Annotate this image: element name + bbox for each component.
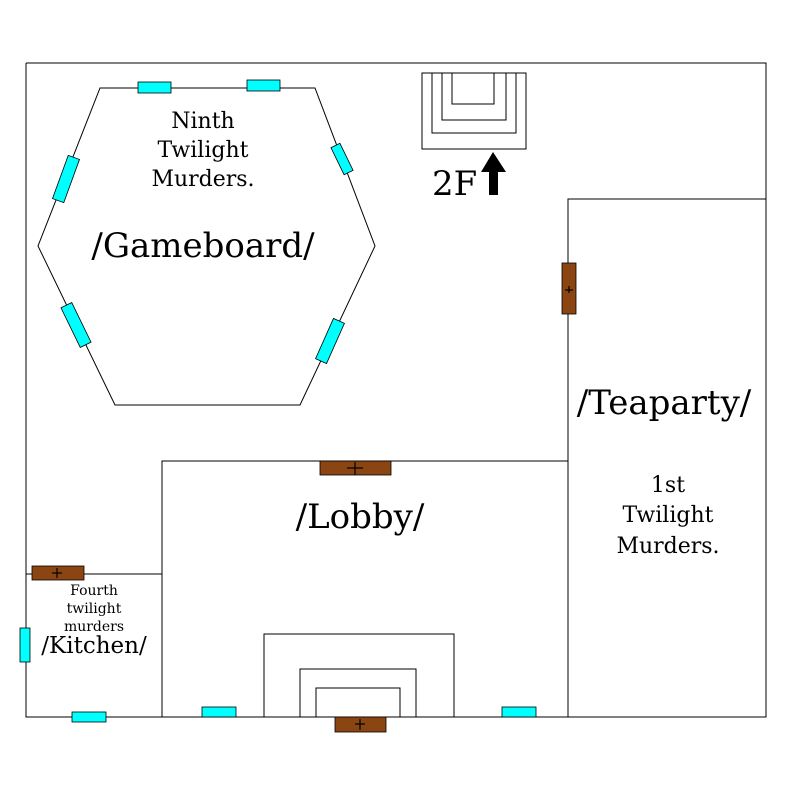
window xyxy=(246,79,281,92)
gameboard-hexagon xyxy=(37,87,376,406)
kitchen-note-line: Fourth xyxy=(70,583,118,599)
window xyxy=(71,711,107,723)
window xyxy=(201,706,237,718)
kitchen-room-label: /Kitchen/ xyxy=(41,633,147,659)
teaparty-room-wall xyxy=(567,198,766,717)
lobby-staircase xyxy=(263,633,455,717)
lobby-wall xyxy=(161,460,568,717)
teaparty-room-label: /Teaparty/ xyxy=(577,383,752,423)
window xyxy=(51,154,81,204)
window xyxy=(501,706,537,718)
up-arrow-icon xyxy=(481,152,506,195)
gameboard-note-line: Murders. xyxy=(151,167,254,192)
teaparty-note-line: Twilight xyxy=(623,503,714,528)
gameboard-room-label: /Gameboard/ xyxy=(91,226,315,266)
upstairs-staircase xyxy=(421,72,527,150)
window xyxy=(137,81,172,94)
teaparty-note-line: 1st xyxy=(651,473,685,498)
lobby-room-label: /Lobby/ xyxy=(296,497,425,537)
teaparty-note-line: Murders. xyxy=(616,534,719,559)
outer-wall xyxy=(25,62,767,718)
window xyxy=(19,627,31,663)
window xyxy=(315,317,345,365)
doors xyxy=(31,262,577,733)
kitchen-note-line: murders xyxy=(64,619,124,635)
stairs-label: 2F xyxy=(432,164,477,204)
kitchen-note-line: twilight xyxy=(67,601,122,617)
window xyxy=(60,302,92,348)
window xyxy=(330,142,354,176)
gameboard-note-line: Twilight xyxy=(158,138,249,163)
windows xyxy=(19,79,537,723)
gameboard-note-line: Ninth xyxy=(171,109,234,134)
